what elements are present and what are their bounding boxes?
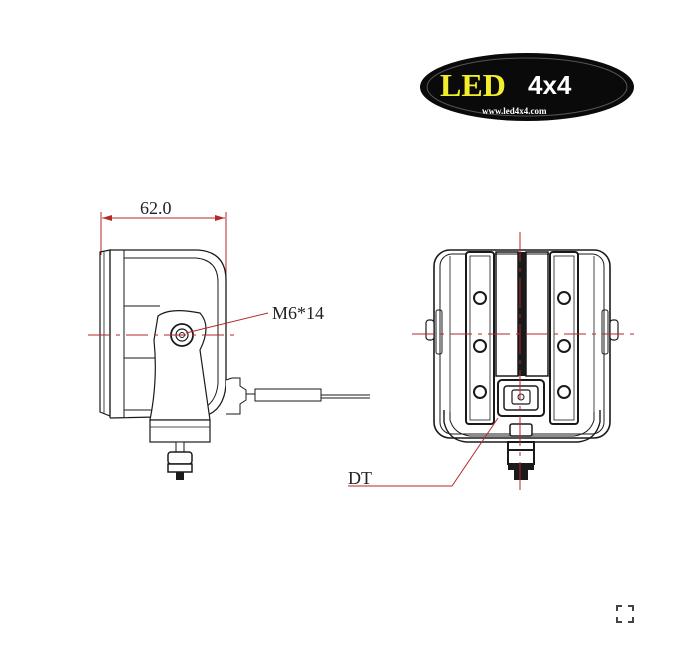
fullscreen-expand-icon[interactable] — [614, 603, 636, 625]
front-view: DT — [348, 232, 634, 490]
side-view: 62.0 — [88, 198, 370, 480]
logo-brand-main: LED — [440, 67, 506, 103]
width-dimension: 62.0 — [100, 198, 227, 278]
connector-label: DT — [348, 468, 372, 488]
logo-brand-suffix: 4x4 — [528, 70, 572, 100]
logo-website: www.led4x4.com — [482, 106, 547, 116]
width-dimension-label: 62.0 — [140, 198, 172, 218]
led4x4-logo: LED 4x4 www.led4x4.com — [418, 50, 636, 124]
bolt-label: M6*14 — [272, 303, 324, 323]
dt-connector — [497, 379, 545, 417]
